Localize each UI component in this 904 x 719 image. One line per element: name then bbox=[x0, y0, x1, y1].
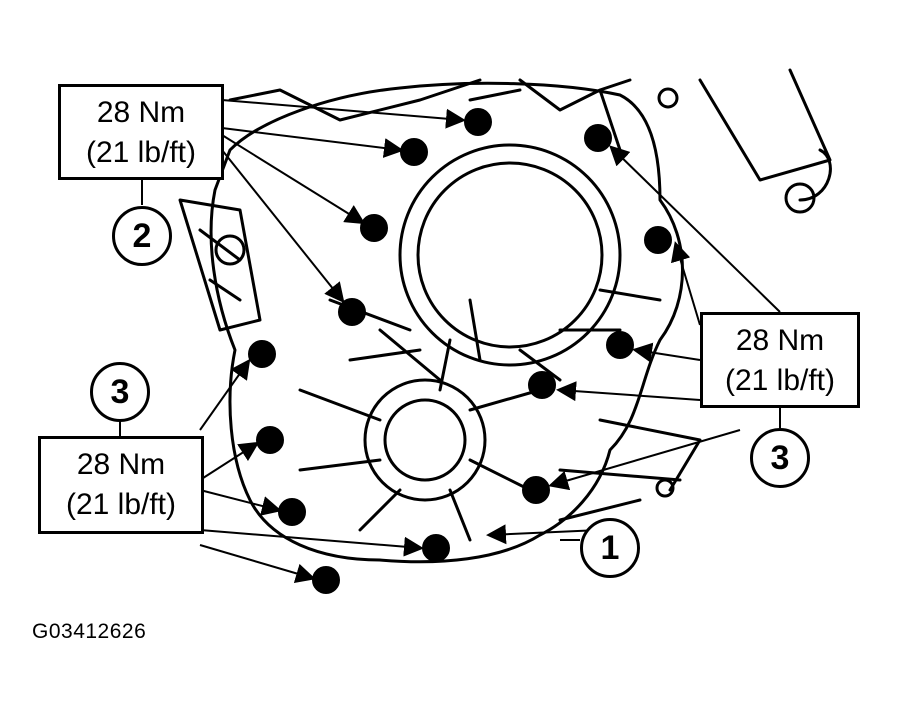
torque-value-lbft: (21 lb/ft) bbox=[724, 364, 836, 397]
bolt bbox=[644, 226, 672, 254]
reference-number-2: 2 bbox=[112, 206, 172, 266]
lower-bore-inner bbox=[383, 398, 467, 482]
main-bore-inner bbox=[416, 161, 604, 349]
torque-value-lbft: (21 lb/ft) bbox=[65, 488, 177, 521]
case-ribs bbox=[298, 288, 662, 542]
reference-number-3-right: 3 bbox=[750, 428, 810, 488]
upper-linkage bbox=[228, 78, 632, 152]
bracket-hole bbox=[214, 234, 246, 266]
torque-callout-top-left: 28 Nm (21 lb/ft) bbox=[58, 84, 224, 180]
bolt bbox=[528, 371, 556, 399]
mount-hole bbox=[784, 182, 816, 214]
torque-value-nm: 28 Nm bbox=[735, 324, 825, 357]
bolts bbox=[248, 108, 672, 594]
torque-value-nm: 28 Nm bbox=[76, 448, 166, 481]
mount-stud bbox=[657, 87, 679, 109]
lower-bore bbox=[363, 378, 487, 502]
bolt bbox=[338, 298, 366, 326]
left-bracket bbox=[178, 198, 262, 332]
leader-lines bbox=[199, 99, 781, 584]
bolt bbox=[256, 426, 284, 454]
bolt bbox=[248, 340, 276, 368]
linkage-pin bbox=[655, 478, 675, 498]
main-bore bbox=[398, 143, 622, 367]
torque-callout-bottom-left: 28 Nm (21 lb/ft) bbox=[38, 436, 204, 534]
torque-callout-right: 28 Nm (21 lb/ft) bbox=[700, 312, 860, 408]
figure-id: G03412626 bbox=[32, 620, 147, 643]
case-outline bbox=[209, 81, 684, 564]
reference-number-1: 1 bbox=[580, 518, 640, 578]
lower-linkage bbox=[558, 418, 702, 522]
torque-value-lbft: (21 lb/ft) bbox=[85, 136, 197, 169]
bolt bbox=[584, 124, 612, 152]
reference-number-3-left: 3 bbox=[90, 362, 150, 422]
mount-arm bbox=[698, 68, 832, 202]
bolt bbox=[360, 214, 388, 242]
torque-value-nm: 28 Nm bbox=[96, 96, 186, 129]
